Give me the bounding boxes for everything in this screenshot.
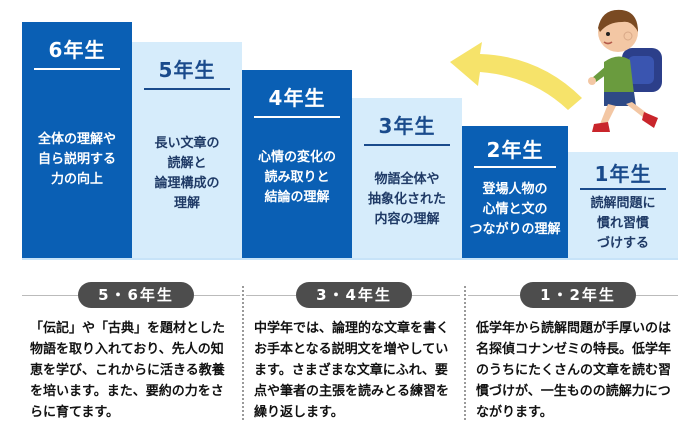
section-upper-text: 「伝記」や「古典」を題材とした物語を取り入れており、先人の知恵を学び、これからに… <box>30 321 226 420</box>
step-grade-2: 2年生 登場人物の心情と文のつながりの理解 <box>462 126 568 258</box>
section-lower-text: 低学年から読解問題が手厚いのは名探偵コナンゼミの特長。低学年のうちにたくさんの文… <box>476 321 672 420</box>
step-grade-3-desc: 物語全体や抽象化された内容の理解 <box>367 172 446 227</box>
step-grade-6-desc: 全体の理解や自ら説明する力の向上 <box>37 132 116 187</box>
step-grade-2-desc: 登場人物の心情と文のつながりの理解 <box>469 182 561 237</box>
step-grade-2-rule <box>474 166 556 168</box>
step-grade-4: 4年生 心情の変化の読み取りと結論の理解 <box>242 70 352 258</box>
step-grade-4-title: 4年生 <box>268 86 326 110</box>
baseline-divider <box>22 258 678 260</box>
step-grade-6-rule <box>34 68 120 70</box>
step-grade-4-desc: 心情の変化の読み取りと結論の理解 <box>257 150 336 205</box>
step-grade-1: 1年生 読解問題に慣れ習慣づけする <box>568 152 678 258</box>
step-grade-1-desc: 読解問題に慣れ習慣づけする <box>590 196 656 251</box>
section-middle-label: 3・4年生 <box>296 282 412 308</box>
step-grade-3: 3年生 物語全体や抽象化された内容の理解 <box>352 98 462 258</box>
pill-guide-line <box>636 295 678 296</box>
step-grade-5-title: 5年生 <box>158 58 216 82</box>
step-grade-5-rule <box>144 88 230 90</box>
pill-guide-line <box>246 295 296 296</box>
step-grade-3-rule <box>364 144 450 146</box>
section-upper-label: 5・6年生 <box>78 282 194 308</box>
step-grade-6: 6年生 全体の理解や自ら説明する力の向上 <box>22 22 132 258</box>
step-grade-2-title: 2年生 <box>486 138 544 162</box>
pill-guide-line <box>194 295 240 296</box>
step-grade-1-rule <box>580 188 666 190</box>
step-grade-5: 5年生 長い文章の読解と論理構成の理解 <box>132 42 242 258</box>
step-grade-4-rule <box>254 116 340 118</box>
column-divider <box>464 286 466 420</box>
step-grade-5-desc: 長い文章の読解と論理構成の理解 <box>154 136 220 211</box>
pill-guide-line <box>22 295 78 296</box>
running-child-illustration <box>588 9 662 132</box>
section-middle-text: 中学年では、論理的な文章を書くお手本となる説明文を増やしています。さまざまな文章… <box>254 321 450 420</box>
step-grade-1-title: 1年生 <box>594 162 652 186</box>
section-lower-label: 1・2年生 <box>520 282 636 308</box>
step-grade-3-title: 3年生 <box>378 114 436 138</box>
pill-guide-line <box>412 295 460 296</box>
arrow-up-left-icon <box>450 42 582 110</box>
pill-guide-line <box>468 295 520 296</box>
column-divider <box>242 286 244 420</box>
step-grade-6-title: 6年生 <box>48 38 106 62</box>
